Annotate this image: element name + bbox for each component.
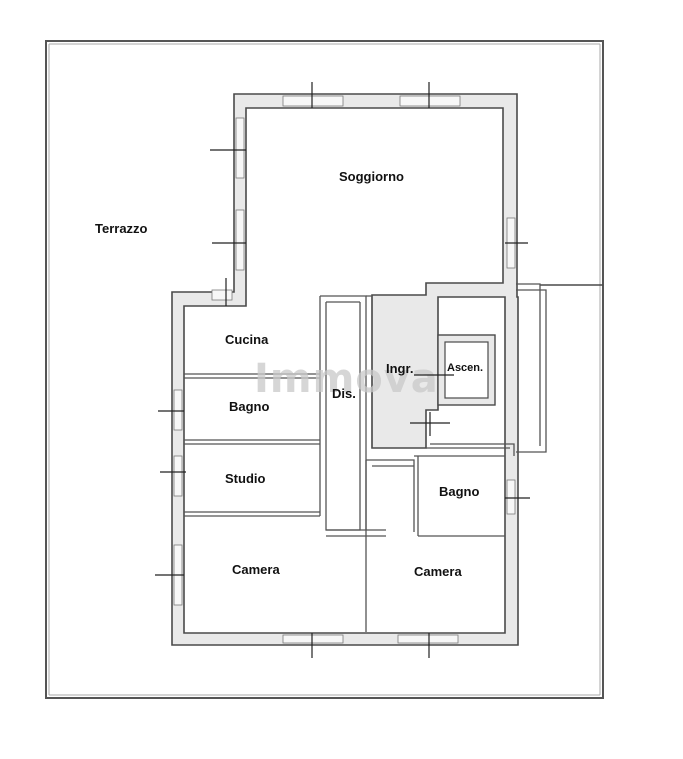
room-label-soggiorno: Soggiorno <box>339 169 404 184</box>
room-labels: Terrazzo Soggiorno Cucina Bagno Studio C… <box>95 169 483 579</box>
interior-walls <box>184 283 547 632</box>
room-label-cucina: Cucina <box>225 332 269 347</box>
room-label-studio: Studio <box>225 471 265 486</box>
room-label-dis: Dis. <box>332 386 356 401</box>
window-ticks <box>155 82 530 658</box>
room-label-ascen: Ascen. <box>447 362 483 374</box>
room-label-terrazzo: Terrazzo <box>95 221 148 236</box>
room-label-camera-1: Camera <box>232 562 280 577</box>
room-label-bagno-2: Bagno <box>439 484 480 499</box>
terrace-boundary <box>45 40 604 699</box>
room-label-ingr: Ingr. <box>386 361 413 376</box>
room-label-bagno-1: Bagno <box>229 399 270 414</box>
room-label-camera-2: Camera <box>414 564 462 579</box>
watermark: Immova <box>254 356 439 402</box>
elevator-shaft <box>437 334 496 406</box>
